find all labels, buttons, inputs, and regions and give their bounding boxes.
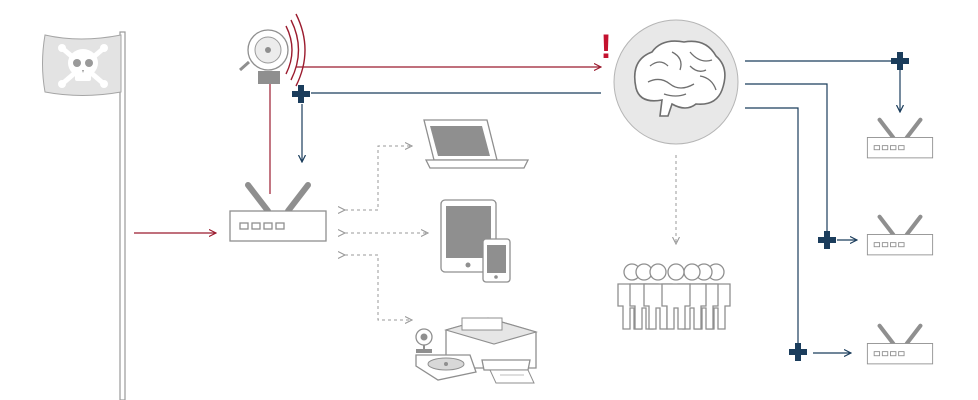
printer-webcam-disk-icon: [415, 317, 538, 384]
skull-crossbones-flag-icon: [42, 31, 126, 400]
wifi-link-printer: [345, 255, 412, 320]
protection-link-brain-router-2: [745, 83, 828, 231]
plus-icon: [818, 231, 836, 249]
protection-link-brain-router-3: [745, 107, 799, 343]
protected-router-3-icon: [867, 326, 932, 364]
tablet-and-phone-icon: [440, 199, 511, 283]
webcam-icon: [415, 328, 433, 353]
alarm-bell-icon: [239, 13, 306, 87]
community-crowd-icon: [617, 263, 731, 330]
protected-router-1-icon: [867, 120, 932, 158]
brain-icon: [613, 19, 739, 145]
hard-disk-icon: [415, 354, 477, 381]
protected-router-2-icon: [867, 217, 932, 255]
central-router-icon: [230, 185, 326, 241]
plus-icon: [292, 85, 310, 103]
alert-exclamation-icon: !: [600, 28, 611, 66]
wifi-link-laptop: [345, 146, 412, 210]
plus-icon: [891, 52, 909, 70]
plus-icon: [789, 343, 807, 361]
laptop-icon: [423, 119, 530, 169]
connector-lines: [134, 60, 900, 353]
skull-icon: [58, 44, 108, 88]
